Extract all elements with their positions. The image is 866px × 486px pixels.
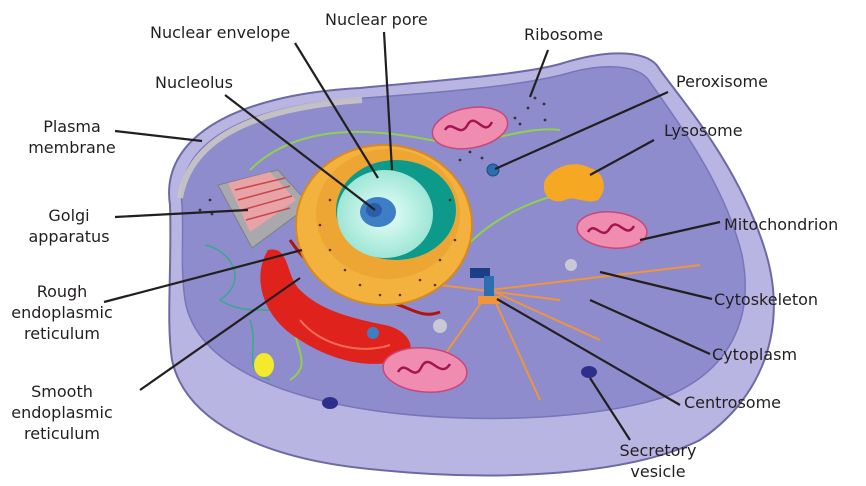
label-golgi-line1: Golgi (25, 205, 113, 226)
label-nuclear-pore: Nuclear pore (325, 9, 428, 30)
label-smooth-er-line3: reticulum (10, 423, 114, 444)
label-cytoskeleton: Cytoskeleton (714, 289, 818, 310)
label-cytoplasm: Cytoplasm (712, 344, 797, 365)
label-lysosome: Lysosome (664, 120, 743, 141)
label-plasma-membrane-line2: membrane (20, 137, 124, 158)
label-smooth-er: Smooth endoplasmic reticulum (10, 381, 114, 444)
label-golgi-line2: apparatus (25, 226, 113, 247)
secretory-vesicle-shape (581, 366, 597, 378)
membrane-vesicle (322, 397, 338, 409)
vesicle-gray-1 (565, 259, 577, 271)
label-mitochondrion: Mitochondrion (724, 214, 838, 235)
label-smooth-er-line1: Smooth (10, 381, 114, 402)
label-plasma-membrane: Plasma membrane (20, 116, 124, 158)
label-plasma-membrane-line1: Plasma (20, 116, 124, 137)
label-golgi: Golgi apparatus (25, 205, 113, 247)
label-rough-er-line1: Rough (10, 281, 114, 302)
label-secretory-vesicle: Secretory vesicle (608, 440, 708, 482)
label-secretory-vesicle-line2: vesicle (608, 461, 708, 482)
label-rough-er-line2: endoplasmic (10, 302, 114, 323)
label-nucleolus: Nucleolus (155, 72, 233, 93)
vesicle-blue (367, 327, 379, 339)
yellow-vesicle (254, 353, 274, 377)
label-secretory-vesicle-line1: Secretory (608, 440, 708, 461)
label-nuclear-envelope: Nuclear envelope (150, 22, 290, 43)
label-peroxisome: Peroxisome (676, 71, 768, 92)
label-rough-er-line3: reticulum (10, 323, 114, 344)
label-ribosome: Ribosome (524, 24, 603, 45)
label-smooth-er-line2: endoplasmic (10, 402, 114, 423)
peroxisome-shape (487, 164, 499, 176)
vesicle-gray-2 (433, 319, 447, 333)
label-centrosome: Centrosome (684, 392, 781, 413)
label-rough-er: Rough endoplasmic reticulum (10, 281, 114, 344)
